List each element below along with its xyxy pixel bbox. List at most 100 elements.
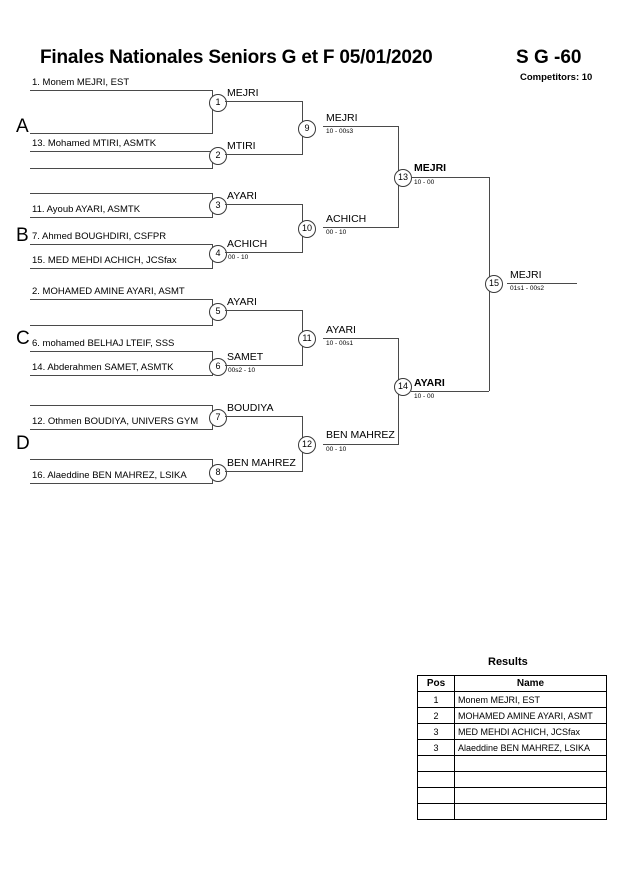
result-pos: 3: [417, 723, 455, 740]
result-name: Alaeddine BEN MAHREZ, LSIKA: [454, 739, 607, 756]
results-title: Results: [488, 656, 528, 668]
match-node-1[interactable]: 1: [209, 94, 227, 112]
match-winner: AYARI: [414, 377, 445, 389]
column-header-pos: Pos: [417, 675, 455, 692]
result-pos: [417, 755, 455, 772]
match-node-10[interactable]: 10: [298, 220, 316, 238]
bracket-line: [225, 252, 303, 254]
match-node-11[interactable]: 11: [298, 330, 316, 348]
match-score: 10 - 00s3: [326, 128, 354, 135]
match-winner: MTIRI: [227, 140, 256, 152]
bracket-line: [323, 227, 399, 229]
bracket-line: [323, 126, 399, 128]
group-label-a: A: [16, 116, 29, 137]
bracket-line: [225, 154, 303, 156]
match-winner: BEN MAHREZ: [326, 429, 395, 441]
result-name: [454, 755, 607, 772]
match-node-5[interactable]: 5: [209, 303, 227, 321]
result-pos: 1: [417, 691, 455, 708]
result-pos: [417, 771, 455, 788]
match-node-2[interactable]: 2: [209, 147, 227, 165]
result-name: [454, 803, 607, 820]
match-node-4[interactable]: 4: [209, 245, 227, 263]
entrant-label: 11. Ayoub AYARI, ASMTK: [32, 204, 141, 215]
match-score: 00 - 10: [326, 229, 347, 236]
match-score: 00s2 - 10: [228, 367, 256, 374]
table-row: 3 Alaeddine BEN MAHREZ, LSIKA: [417, 739, 607, 756]
match-score: 00 - 10: [326, 446, 347, 453]
match-node-8[interactable]: 8: [209, 464, 227, 482]
bracket-line: [225, 204, 303, 206]
entrant-label: 15. MED MEHDI ACHICH, JCSfax: [32, 255, 177, 266]
result-pos: 2: [417, 707, 455, 724]
result-name: [454, 771, 607, 788]
table-row: [417, 803, 607, 820]
result-pos: [417, 787, 455, 804]
table-row: 3 MED MEHDI ACHICH, JCSfax: [417, 723, 607, 740]
entrant-label: 1. Monem MEJRI, EST: [32, 77, 130, 88]
match-winner: MEJRI: [414, 162, 447, 174]
match-winner: BOUDIYA: [227, 402, 274, 414]
table-row: 2 MOHAMED AMINE AYARI, ASMT: [417, 707, 607, 724]
category-title: S G -60: [516, 47, 582, 68]
bracket-line: [411, 177, 489, 179]
bracket-line: [30, 483, 213, 485]
bracket-line: [30, 168, 213, 170]
match-node-9[interactable]: 9: [298, 120, 316, 138]
match-winner: AYARI: [326, 324, 356, 336]
entrant-label: 2. MOHAMED AMINE AYARI, ASMT: [32, 286, 185, 297]
match-node-14[interactable]: 14: [394, 378, 412, 396]
bracket-line: [30, 217, 213, 219]
bracket-line: [30, 405, 213, 407]
entrant-label: 6. mohamed BELHAJ LTEIF, SSS: [32, 338, 175, 349]
table-row: [417, 755, 607, 772]
entrant-label: 12. Othmen BOUDIYA, UNIVERS GYM: [32, 416, 199, 427]
bracket-line: [30, 299, 213, 301]
bracket-line: [30, 133, 213, 135]
match-winner: MEJRI: [510, 269, 542, 281]
result-name: [454, 787, 607, 804]
group-label-d: D: [16, 433, 30, 454]
column-header-name: Name: [454, 675, 607, 692]
group-label-c: C: [16, 328, 30, 349]
match-winner: AYARI: [227, 296, 257, 308]
bracket-line: [225, 101, 303, 103]
bracket-line: [30, 351, 213, 353]
table-row: 1 Monem MEJRI, EST: [417, 691, 607, 708]
match-node-12[interactable]: 12: [298, 436, 316, 454]
bracket-line: [30, 90, 213, 92]
match-score: 10 - 00: [414, 179, 435, 186]
bracket-line: [507, 283, 577, 285]
match-node-7[interactable]: 7: [209, 409, 227, 427]
entrant-label: 13. Mohamed MTIRI, ASMTK: [32, 138, 157, 149]
bracket-line: [225, 310, 303, 312]
result-name: MOHAMED AMINE AYARI, ASMT: [454, 707, 607, 724]
match-winner: BEN MAHREZ: [227, 457, 296, 469]
match-node-6[interactable]: 6: [209, 358, 227, 376]
bracket-line: [30, 268, 213, 270]
match-winner: ACHICH: [326, 213, 367, 225]
competitors-count: Competitors: 10: [520, 72, 593, 83]
bracket-line: [30, 429, 213, 431]
bracket-line: [30, 151, 213, 153]
entrant-label: 7. Ahmed BOUGHDIRI, CSFPR: [32, 231, 167, 242]
bracket-line: [411, 391, 489, 393]
bracket-line: [225, 365, 303, 367]
bracket-line: [225, 416, 303, 418]
match-score: 00 - 10: [228, 254, 249, 261]
match-node-15[interactable]: 15: [485, 275, 503, 293]
match-node-13[interactable]: 13: [394, 169, 412, 187]
bracket-line: [323, 444, 399, 446]
match-node-3[interactable]: 3: [209, 197, 227, 215]
match-winner: AYARI: [227, 190, 257, 202]
bracket-line: [30, 459, 213, 461]
match-winner: SAMET: [227, 351, 264, 363]
table-row: [417, 771, 607, 788]
bracket-line: [30, 244, 213, 246]
page-title: Finales Nationales Seniors G et F 05/01/…: [40, 47, 433, 68]
bracket-line: [30, 375, 213, 377]
result-pos: 3: [417, 739, 455, 756]
match-score: 10 - 00: [414, 393, 435, 400]
match-winner: MEJRI: [227, 87, 259, 99]
match-winner: MEJRI: [326, 112, 358, 124]
